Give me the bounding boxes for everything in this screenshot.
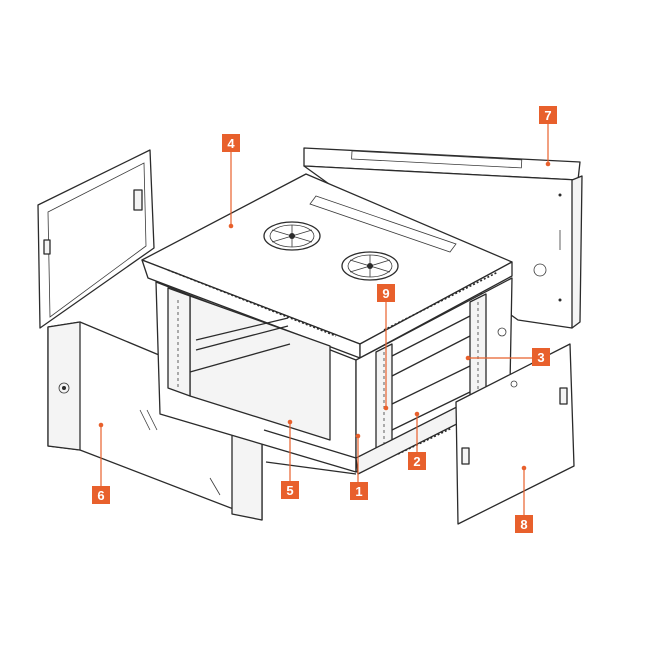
callout-label-8: 8 — [515, 515, 533, 533]
front-glass-door-left-panel — [37, 149, 155, 329]
label-7-text: 7 — [544, 108, 551, 123]
callout-label-2: 2 — [408, 452, 426, 470]
label-3-text: 3 — [537, 350, 544, 365]
callout-label-7: 7 — [539, 106, 557, 124]
callout-label-4: 4 — [222, 134, 240, 152]
callout-label-1: 1 — [350, 482, 368, 500]
roof-fan-left — [263, 221, 321, 251]
callout-label-5: 5 — [281, 481, 299, 499]
label-5-text: 5 — [286, 483, 293, 498]
label-8-text: 8 — [520, 517, 527, 532]
roof-fan-right — [341, 251, 399, 281]
callout-leaders — [98, 124, 551, 515]
label-9-text: 9 — [382, 286, 389, 301]
label-1-text: 1 — [355, 484, 362, 499]
label-6-text: 6 — [97, 488, 104, 503]
label-2-text: 2 — [413, 454, 420, 469]
callout-label-6: 6 — [92, 486, 110, 504]
label-4-text: 4 — [227, 136, 235, 151]
callout-label-9: 9 — [377, 284, 395, 302]
callout-label-3: 3 — [532, 348, 550, 366]
